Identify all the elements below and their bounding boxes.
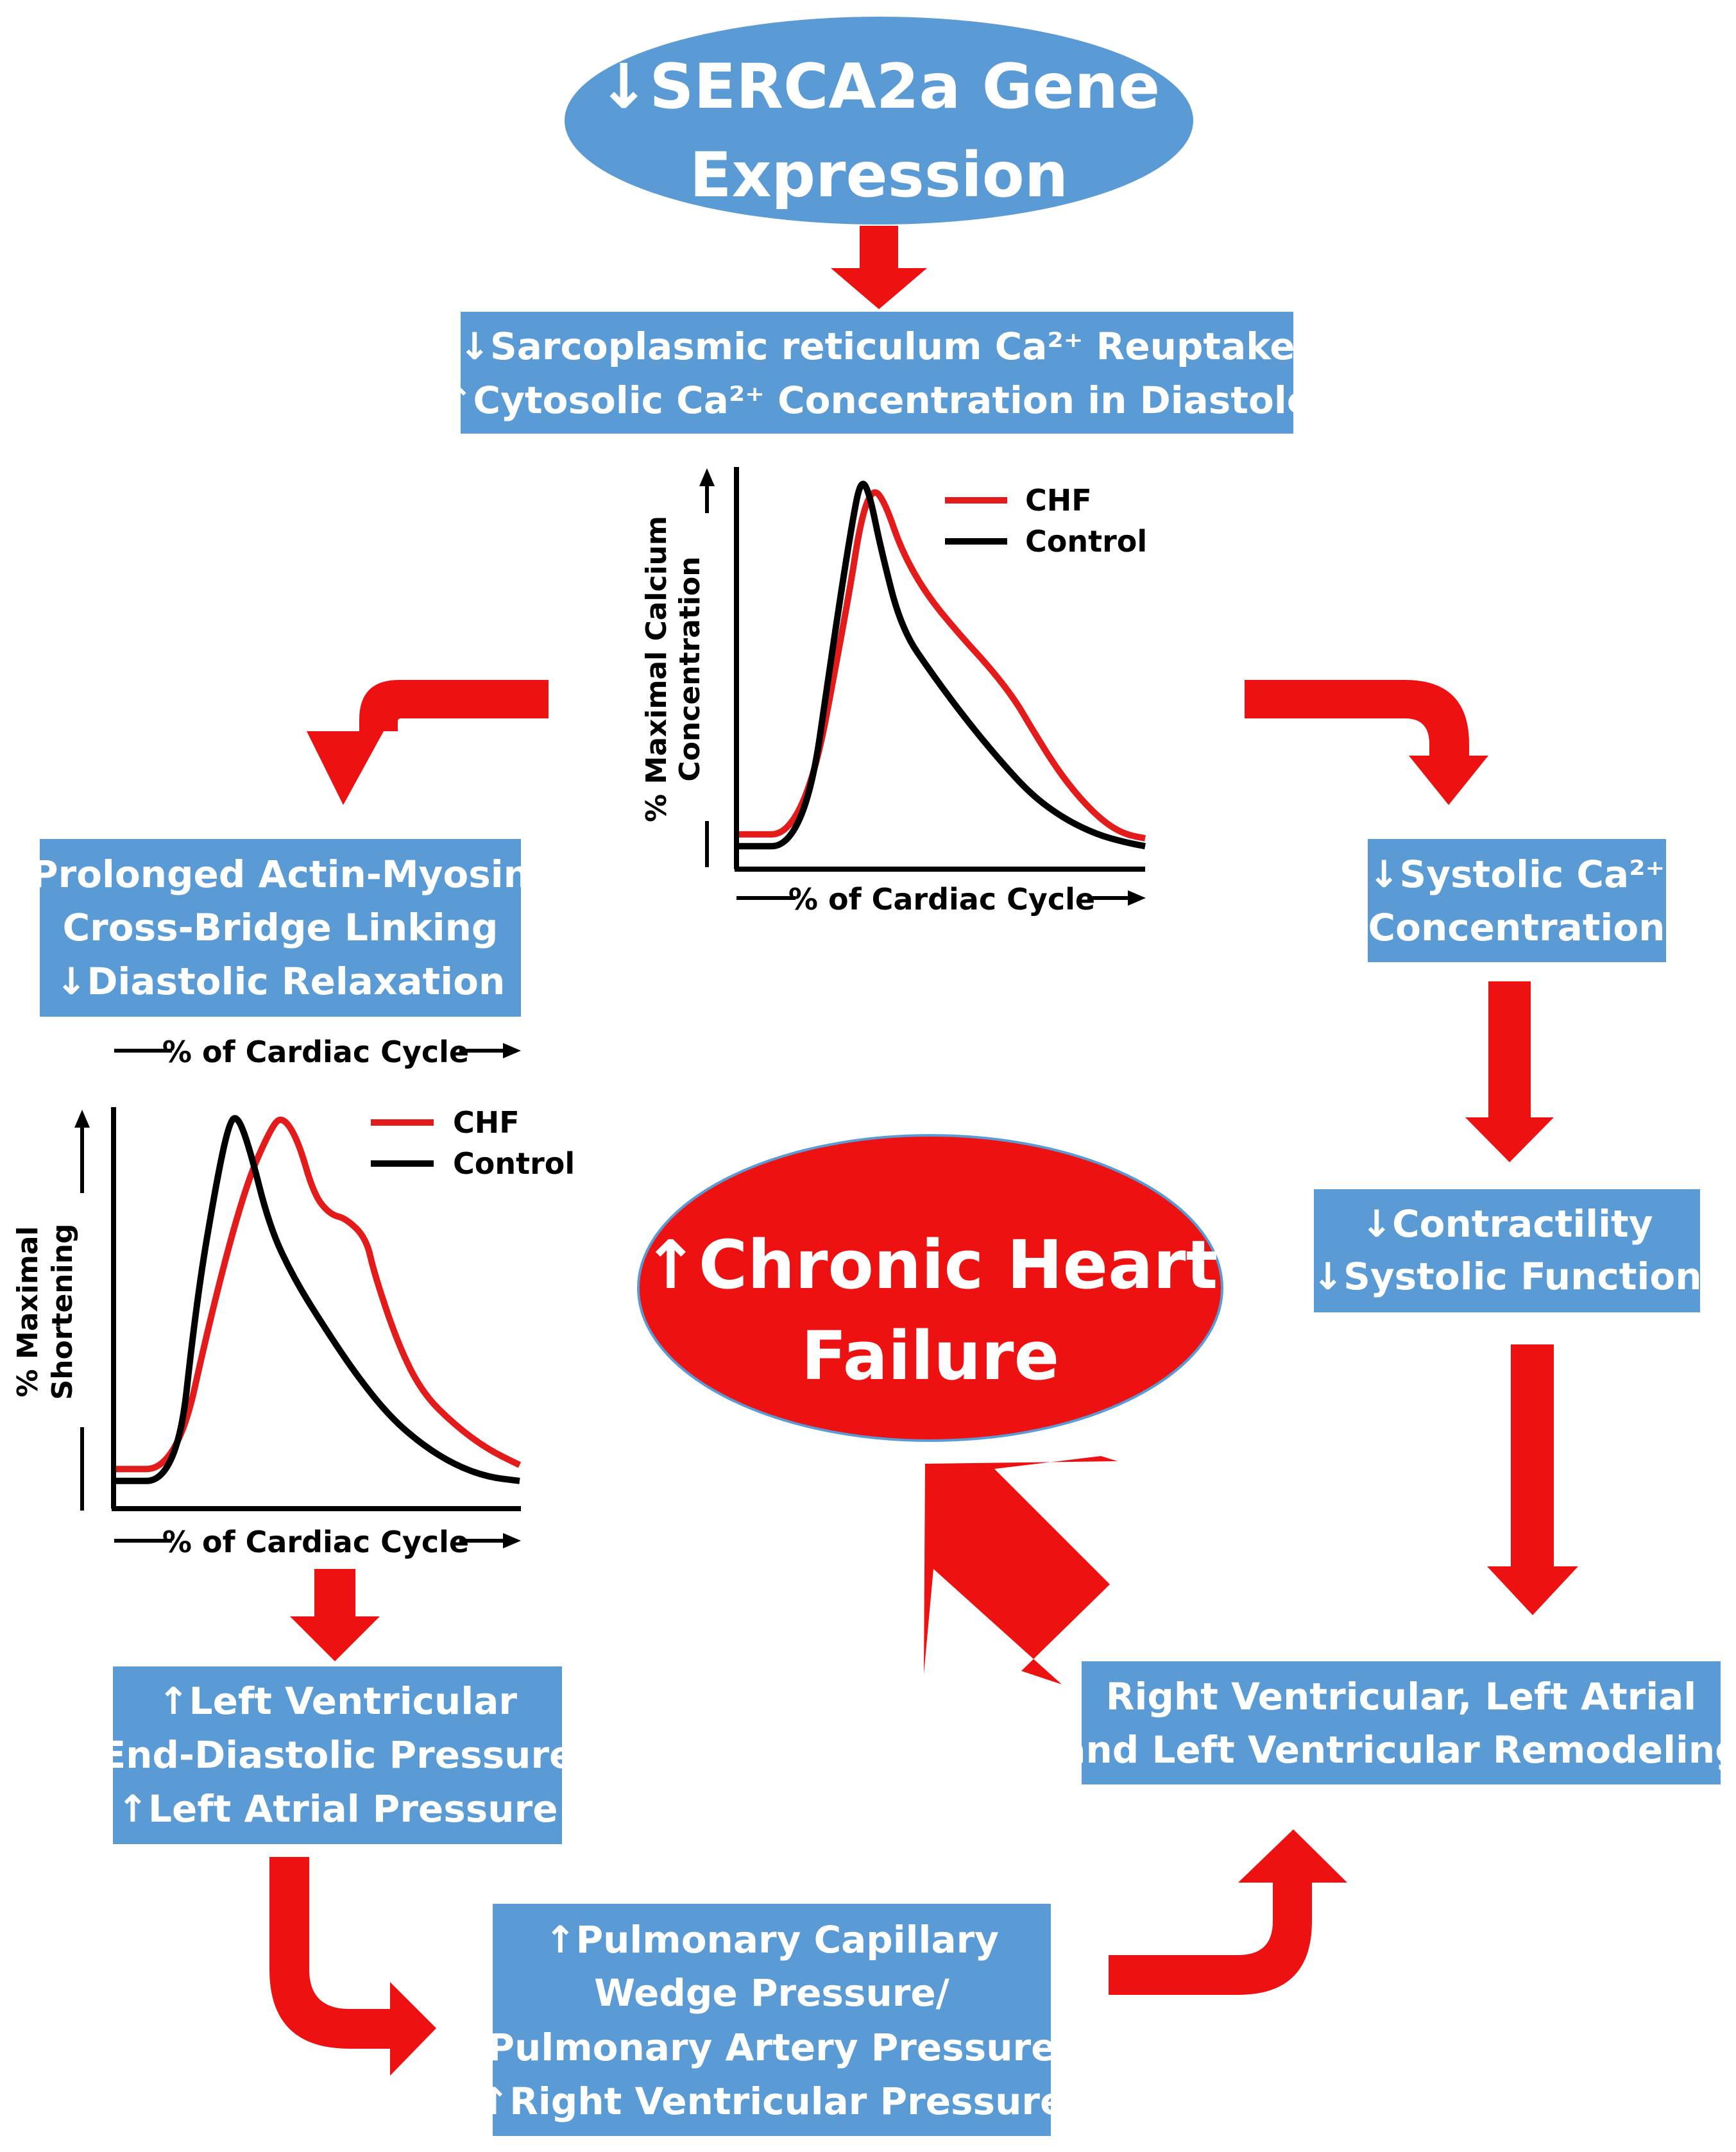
shortening-legend-control-label: Control [453,1146,575,1181]
calcium-legend-chf-label: CHF [1025,483,1092,518]
serca-oval [565,17,1193,225]
lv-pressure-box [113,1666,562,1844]
arrow-sr-to-actin [307,639,549,805]
sr-reuptake-line-1: ↓Sarcoplasmic reticulum Ca²⁺ Reuptake [459,325,1295,368]
arrow-lv-to-pulmonary [269,1857,436,2076]
systolic-ca-node: ↓Systolic Ca²⁺ Concentration [1368,839,1666,962]
pulmonary-node: ↑Pulmonary Capillary Wedge Pressure/ Pul… [479,1904,1066,2136]
sr-reuptake-line-2: ↑Cytosolic Ca²⁺ Concentration in Diastol… [442,378,1312,422]
chf-node: ↑Chronic Heart Failure [637,1134,1223,1442]
calcium-series-control-line [738,480,1146,850]
calcium-y-label-1: % Maximal Calcium [640,516,673,822]
lv-pressure-node: ↑Left Ventricular End-Diastolic Pressure… [101,1666,575,1844]
pulmonary-line-4: ↑Right Ventricular Pressure [479,2080,1066,2123]
pulmonary-line-3: Pulmonary Artery Pressure [488,2026,1057,2069]
systolic-ca-line-2: Concentration [1368,906,1665,949]
calcium-series-chf-line [739,489,1146,842]
pulmonary-line-1: ↑Pulmonary Capillary [545,1918,999,1961]
serca-node: ↓SERCA2a Gene Expression [565,17,1193,225]
actin-myosin-line-3: ↓Diastolic Relaxation [56,960,506,1003]
arrow-shortening-to-lv [290,1569,380,1661]
contractility-line-2: ↓Systolic Function [1312,1255,1701,1298]
shortening-legend-chf-label: CHF [453,1105,520,1140]
shortening-top-x-label: % of Cardiac Cycle [162,1035,469,1069]
contractility-box [1314,1189,1700,1312]
serca-line-1: ↓SERCA2a Gene [598,51,1160,123]
chf-line-2: Failure [801,1317,1059,1395]
actin-myosin-node: Prolonged Actin-Myosin Cross-Bridge Link… [31,839,530,1017]
shortening-y-arrow-head [74,1110,90,1128]
arrow-serca-to-sr [831,226,927,309]
arrow-systolic-to-contractility [1465,981,1554,1162]
systolic-ca-line-1: ↓Systolic Ca²⁺ [1368,852,1665,896]
sr-reuptake-node: ↓Sarcoplasmic reticulum Ca²⁺ Reuptake ↑C… [442,312,1312,434]
serca-line-2: Expression [690,139,1068,211]
calcium-y-label-2: Concentration [674,556,706,781]
shortening-top-arrow-head [503,1043,521,1058]
actin-myosin-line-1: Prolonged Actin-Myosin [31,852,530,896]
calcium-x-arrow-head [1128,890,1146,906]
contractility-line-1: ↓Contractility [1361,1202,1653,1246]
calcium-x-label: % of Cardiac Cycle [788,882,1095,917]
calcium-legend-control-label: Control [1025,524,1147,559]
lv-pressure-line-3: ↑Left Atrial Pressure [117,1787,557,1831]
chf-line-1: ↑Chronic Heart [643,1226,1218,1304]
calcium-plot-area [738,480,1146,850]
remodeling-line-2: and Left Ventricular Remodeling [1060,1728,1736,1772]
systolic-ca-box [1368,839,1666,962]
sr-reuptake-box [461,312,1293,434]
calcium-y-arrow-head [699,468,715,486]
remodeling-line-1: Right Ventricular, Left Atrial [1106,1675,1696,1718]
shortening-x-arrow-head [503,1533,521,1548]
shortening-y-label-2: Shortening [46,1223,79,1400]
lv-pressure-line-1: ↑Left Ventricular [158,1679,517,1723]
shortening-plot-area [115,1115,522,1484]
arrow-sr-to-systolic [1245,639,1488,805]
shortening-series-control-line [115,1115,520,1484]
lv-pressure-line-2: End-Diastolic Pressure [101,1733,575,1777]
actin-myosin-box [40,839,521,1017]
chf-oval [637,1134,1223,1442]
shortening-x-label: % of Cardiac Cycle [162,1525,469,1559]
remodeling-node: Right Ventricular, Left Atrial and Left … [1060,1661,1736,1784]
remodeling-box [1082,1661,1721,1784]
pulmonary-box [493,1904,1051,2136]
pulmonary-line-2: Wedge Pressure/ [594,1971,950,2015]
shortening-chart: % of Cardiac Cycle % Maximal Shortening … [12,1035,575,1559]
arrow-remodeling-to-chf [924,1456,1118,1684]
contractility-node: ↓Contractility ↓Systolic Function [1312,1189,1702,1312]
shortening-series-chf-line [116,1116,522,1473]
arrow-pulmonary-to-remodeling [1109,1829,1347,1995]
calcium-chart: % of Cardiac Cycle % Maximal Calcium Con… [640,467,1147,917]
shortening-y-label-1: % Maximal [12,1226,44,1398]
actin-myosin-line-2: Cross-Bridge Linking [63,906,498,949]
arrow-contractility-to-remodeling [1487,1344,1578,1615]
